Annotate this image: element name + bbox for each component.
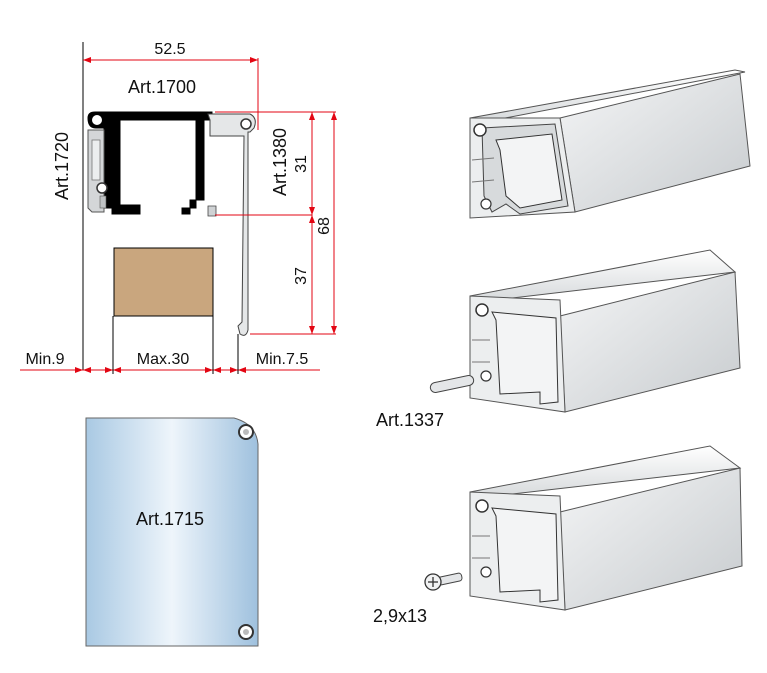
art-1337-label: Art.1337 bbox=[376, 410, 444, 430]
art-1700-profile bbox=[87, 111, 213, 215]
screw-icon bbox=[424, 572, 463, 591]
profile-3d-top bbox=[469, 69, 751, 219]
screw-size-label: 2,9x13 bbox=[373, 606, 427, 626]
art-1720-label: Art.1720 bbox=[52, 132, 72, 200]
art-1720-profile bbox=[87, 129, 108, 213]
wood-block bbox=[113, 247, 214, 317]
art-1380-profile bbox=[207, 113, 256, 336]
dim-width-label: 52.5 bbox=[154, 41, 185, 58]
dim-37-label: 37 bbox=[293, 267, 310, 285]
dim-min-left-label: Min.9 bbox=[25, 351, 64, 368]
pin-icon bbox=[429, 374, 475, 394]
dim-68-label: 68 bbox=[316, 217, 333, 235]
art-1715-label: Art.1715 bbox=[136, 509, 204, 529]
dim-max-center-label: Max.30 bbox=[137, 351, 190, 368]
cross-section: 52.5 Art.1700 Art.1720 Art.1380 31 68 37… bbox=[20, 41, 337, 374]
art-1380-label: Art.1380 bbox=[270, 128, 290, 196]
profile-3d-middle: Art.1337 bbox=[376, 249, 741, 430]
profile-3d-bottom: 2,9x13 bbox=[373, 445, 743, 626]
dim-31-label: 31 bbox=[293, 155, 310, 173]
dim-min-right-label: Min.7.5 bbox=[256, 351, 309, 368]
glass-panel: Art.1715 bbox=[85, 417, 259, 647]
art-1700-label: Art.1700 bbox=[128, 77, 196, 97]
